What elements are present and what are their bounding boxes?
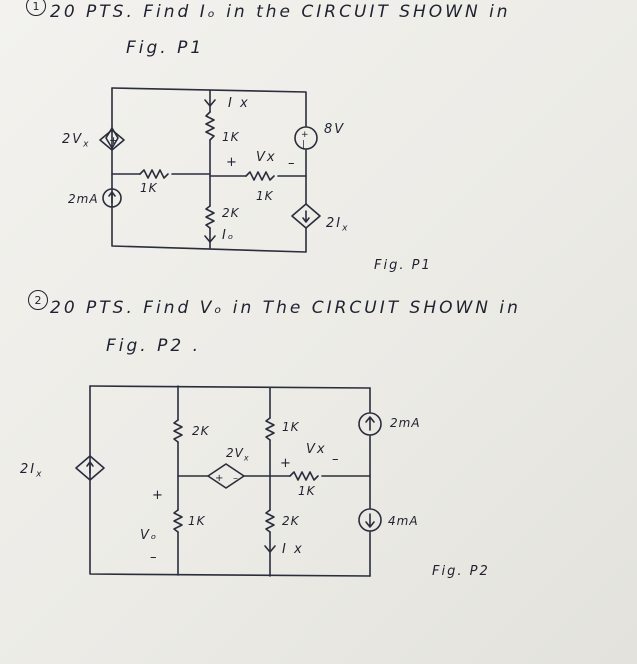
problem1-number: 1 [26,0,46,16]
label-2ix-p1: 2Ix [326,216,350,234]
label-vx-p1: Vx [256,150,277,165]
label-vx-minus-p2: – [332,452,341,467]
dep-voltage-source-2vx-p2 [207,463,245,489]
label-vo-plus-p2: + [152,488,165,503]
label-8v-p1: 8V [324,122,346,137]
svg-text:|: | [302,140,305,150]
label-2k-top-p2: 2K [192,424,210,438]
label-2vx-p1: 2Vx [62,132,91,150]
problem2-number: 2 [28,290,48,310]
label-1k-mid-p2: 1K [298,484,316,498]
label-vo-p2: Vₒ [140,528,159,543]
label-ix-p2: I x [282,542,304,557]
resistor-1k-ix-p1 [205,111,215,141]
label-io-p1: Iₒ [222,228,236,243]
label-1k-left-p1: 1K [140,181,158,195]
label-2k-bot-p2: 2K [282,514,300,528]
resistor-2k-top-p2 [173,419,183,443]
current-source-2ma-p1 [102,188,122,208]
svg-text:+: + [109,134,118,147]
voltage-source-8v-p1 [294,126,318,150]
label-vx-minus-p1: – [288,156,297,171]
fig-p1-label: Fig. P1 [374,258,432,273]
svg-text:–: – [233,473,238,484]
resistor-1k-left-p1 [139,169,169,179]
label-ix-p1: I x [228,96,250,111]
resistor-2k-p1 [205,205,215,229]
label-vx-plus-p1: + [226,155,239,170]
resistor-1k-mid-p1 [245,171,275,181]
label-4ma-p2: 4mA [388,514,419,528]
dep-current-source-2ix-p2 [75,455,105,481]
resistor-1k-bot-p2 [173,509,183,533]
label-1k-ix-p1: 1K [222,130,240,144]
current-source-4ma-p2 [358,508,382,532]
dep-current-source-2ix-p1 [291,203,321,229]
resistor-2k-bot-p2 [265,509,275,533]
label-vx-p2: Vx [306,442,327,457]
svg-text:+: + [215,473,223,484]
problem1-heading: 20 PTS. Find Iₒ in the CIRCUIT SHOWN in [50,2,511,22]
label-1k-top-p2: 1K [282,420,300,434]
label-2ix-p2: 2Ix [20,462,44,480]
current-source-2ma-p2 [358,412,382,436]
fig-p2-label: Fig. P2 [432,564,490,579]
label-2ma-p2: 2mA [390,416,421,430]
label-2k-p1: 2K [222,206,240,220]
problem2-heading-line2: Fig. P2 . [106,336,201,356]
label-1k-bot-p2: 1K [188,514,206,528]
label-1k-mid-p1: 1K [256,189,274,203]
label-vo-minus-p2: – [150,550,159,565]
problem1-heading-line2: Fig. P1 [126,38,205,58]
label-vx-plus-p2: + [280,456,293,471]
label-2ma-p1: 2mA [68,192,99,206]
label-2vx-p2: 2Vx [226,446,250,463]
svg-text:+: + [301,130,309,140]
problem2-heading: 20 PTS. Find Vₒ in The CIRCUIT SHOWN in [50,298,521,318]
resistor-1k-mid-p2 [289,471,319,481]
resistor-1k-top-p2 [265,417,275,441]
dep-voltage-source-2vx-p1 [99,129,125,151]
